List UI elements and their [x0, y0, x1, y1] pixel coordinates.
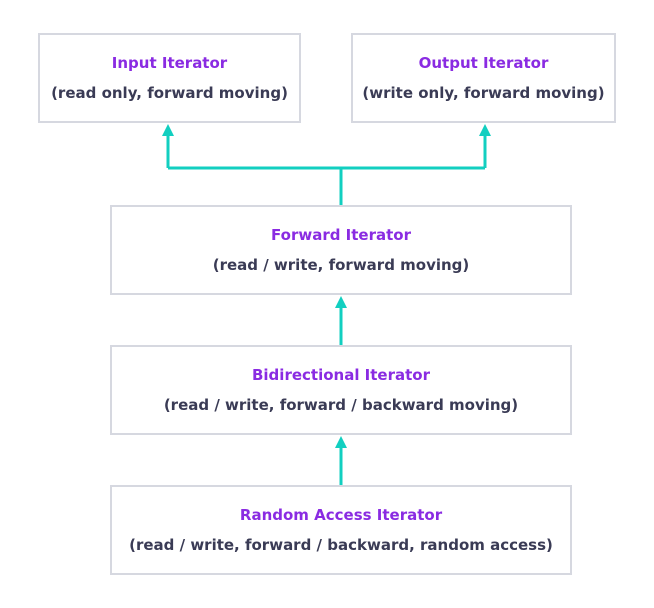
node-subtitle: (read / write, forward moving)	[212, 256, 470, 274]
arrowhead-up-icon	[162, 124, 174, 136]
node-subtitle: (read / write, forward / backward moving…	[163, 396, 519, 414]
node-title: Bidirectional Iterator	[251, 366, 430, 384]
node-bidirectional-iterator: Bidirectional Iterator (read / write, fo…	[110, 345, 572, 435]
node-title: Random Access Iterator	[239, 506, 443, 524]
arrowhead-up-icon	[335, 296, 347, 308]
node-subtitle: (write only, forward moving)	[362, 84, 605, 102]
node-forward-iterator: Forward Iterator (read / write, forward …	[110, 205, 572, 295]
node-subtitle: (read / write, forward / backward, rando…	[129, 536, 553, 554]
arrowhead-up-icon	[479, 124, 491, 136]
node-title: Input Iterator	[111, 54, 228, 72]
node-output-iterator: Output Iterator (write only, forward mov…	[351, 33, 616, 123]
node-subtitle: (read only, forward moving)	[51, 84, 288, 102]
node-input-iterator: Input Iterator (read only, forward movin…	[38, 33, 301, 123]
node-title: Forward Iterator	[271, 226, 411, 244]
edge-forward-to-input-output	[166, 134, 487, 205]
node-title: Output Iterator	[418, 54, 549, 72]
node-random-access-iterator: Random Access Iterator (read / write, fo…	[110, 485, 572, 575]
arrowhead-up-icon	[335, 436, 347, 448]
